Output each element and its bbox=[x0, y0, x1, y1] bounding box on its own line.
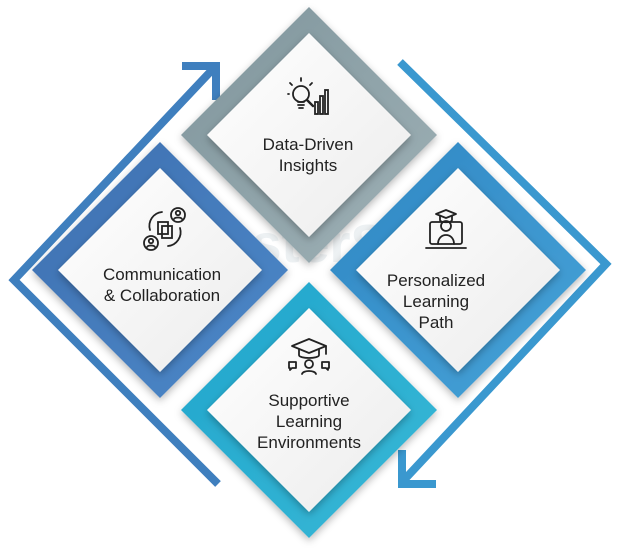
diamond-card-communication-collaboration bbox=[32, 142, 288, 398]
graduation-cap-chat-icon bbox=[288, 338, 330, 375]
card-layer bbox=[32, 7, 586, 538]
diamond-card-data-driven-insights bbox=[181, 7, 437, 263]
diamond-card-personalized-learning-path bbox=[330, 142, 586, 398]
left-cycle-arrow bbox=[8, 62, 221, 487]
diamond-face bbox=[356, 168, 560, 372]
label-line: Learning bbox=[275, 412, 343, 431]
label-line: & Collaboration bbox=[103, 286, 221, 305]
label-line: Personalized bbox=[386, 271, 486, 290]
diamond-face bbox=[207, 33, 411, 237]
right-cycle-arrow bbox=[397, 59, 612, 488]
card-label-personalized-learning-path: Personalized Learning Path bbox=[356, 270, 516, 333]
diamond-face bbox=[207, 308, 411, 512]
graduate-laptop-icon bbox=[425, 209, 467, 249]
label-line: Learning bbox=[402, 292, 470, 311]
label-line: Insights bbox=[278, 156, 338, 175]
collaboration-icon bbox=[143, 207, 186, 251]
diamond-face bbox=[58, 168, 262, 372]
diamond-card-supportive-learning-environments bbox=[181, 282, 437, 538]
bulb-chart-icon bbox=[287, 77, 329, 115]
label-line: Path bbox=[418, 313, 454, 332]
label-line: Environments bbox=[257, 433, 361, 452]
card-label-supportive-learning-environments: Supportive Learning Environments bbox=[214, 390, 404, 453]
card-label-communication-collaboration: Communication & Collaboration bbox=[72, 264, 252, 306]
label-line: Communication bbox=[102, 265, 222, 284]
label-line: Supportive bbox=[268, 391, 350, 410]
card-label-data-driven-insights: Data-Driven Insights bbox=[218, 134, 398, 176]
label-line: Data-Driven bbox=[262, 135, 354, 154]
